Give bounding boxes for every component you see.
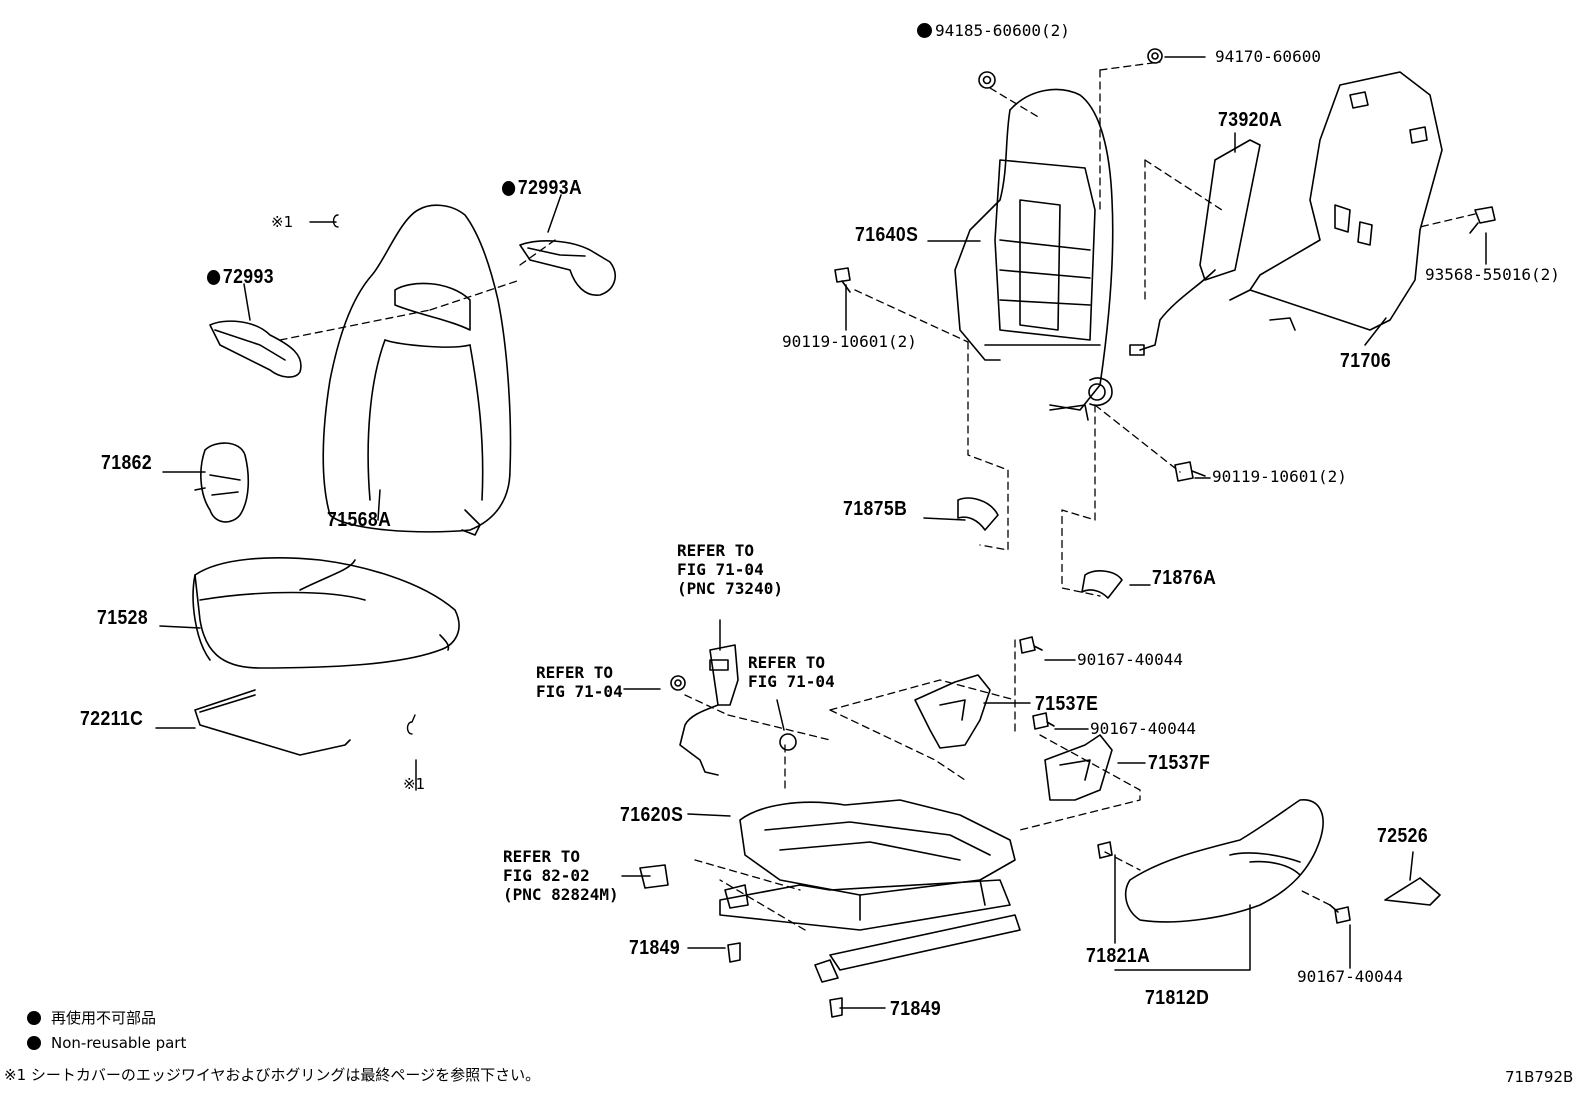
part-label-71528: 71528 (97, 607, 149, 629)
side-brackets (914, 674, 1113, 801)
part-label-71537E: 71537E (1035, 693, 1099, 715)
edge-wire (194, 689, 351, 756)
note-mark-top: ※1 (271, 213, 294, 231)
part-label-71537F: 71537F (1148, 752, 1211, 774)
side-shield (1124, 799, 1324, 923)
part-label-71876A: 71876A (1152, 567, 1217, 589)
seat-cushion-frame (719, 799, 1021, 983)
part-label-71875B: 71875B (843, 498, 908, 520)
ref-note-seatbelt: REFER TO FIG 71-04 (PNC 73240) (677, 541, 783, 598)
part-label-72993: 72993 (207, 266, 274, 288)
part-label-90167-40044-upper: 90167-40044 (1077, 650, 1183, 669)
bullet-icon (27, 1036, 41, 1050)
ref-note-line: (PNC 82824M) (503, 885, 619, 904)
seat-cushion (192, 557, 460, 669)
lever-knob (1384, 877, 1441, 906)
part-label-72526: 72526 (1377, 825, 1429, 847)
part-label-71640S: 71640S (855, 224, 919, 246)
part-label-72993A: 72993A (502, 177, 582, 199)
ref-note-line: REFER TO (536, 663, 614, 682)
diagram-code: 71B792B (1505, 1068, 1574, 1086)
shoulder-pads (209, 240, 616, 378)
ref-note-line: (PNC 73240) (677, 579, 783, 598)
part-label-71821A: 71821A (1086, 945, 1151, 967)
ref-note-line: FIG 82-02 (503, 866, 590, 885)
part-label-71568A: 71568A (327, 509, 392, 531)
bolts-and-nuts (670, 48, 1496, 1018)
ref-note-line: FIG 71-04 (536, 682, 623, 701)
ref-note-connector: REFER TO FIG 82-02 (PNC 82824M) (503, 847, 619, 904)
seat-back-frame (954, 88, 1114, 421)
part-label-94170-60600: 94170-60600 (1215, 47, 1321, 66)
ref-note-line: FIG 71-04 (677, 560, 764, 579)
ref-note-line: REFER TO (677, 541, 755, 560)
connector (639, 864, 669, 889)
ref-note-clip: REFER TO FIG 71-04 (748, 653, 835, 691)
legend-nonreusable-en: Non-reusable part (27, 1034, 186, 1052)
part-label-71706: 71706 (1340, 350, 1392, 372)
headrest-support (194, 442, 250, 523)
part-label-90119-10601-lower: 90119-10601(2) (1212, 467, 1347, 486)
legend-text: 再使用不可部品 (51, 1009, 157, 1027)
part-label-90119-10601-upper: 90119-10601(2) (782, 332, 917, 351)
part-label-71862: 71862 (101, 452, 153, 474)
hog-ring-marks (332, 214, 416, 735)
bullet-icon (27, 1011, 41, 1025)
legend-nonreusable-ja: 再使用不可部品 (27, 1009, 156, 1027)
leader-lines (155, 56, 1487, 1009)
part-label-93568-55016: 93568-55016(2) (1425, 265, 1560, 284)
seat-belt-buckle (679, 644, 739, 776)
footnote: ※1 シートカバーのエッジワイヤおよびホグリングは最終ページを参照下さい。 (4, 1066, 541, 1084)
side-airbag (1129, 139, 1261, 356)
legend-text: Non-reusable part (51, 1034, 187, 1052)
part-label-71849-left: 71849 (629, 937, 681, 959)
part-label-94185-60600: 94185-60600(2) (917, 22, 1070, 40)
part-label-71849-bottom: 71849 (890, 998, 942, 1020)
hinge-covers (957, 497, 1123, 599)
note-mark-bottom: ※1 (403, 775, 426, 793)
part-label-71812D: 71812D (1145, 987, 1210, 1009)
part-label-90167-40044-middle: 90167-40044 (1090, 719, 1196, 738)
part-label-72211C: 72211C (80, 708, 144, 730)
seat-back-cover (322, 204, 512, 536)
ref-note-line: FIG 71-04 (748, 672, 835, 691)
part-label-90167-40044-lower: 90167-40044 (1297, 967, 1403, 986)
ref-note-line: REFER TO (503, 847, 581, 866)
ref-note-anchor: REFER TO FIG 71-04 (536, 663, 623, 701)
part-label-71620S: 71620S (620, 804, 684, 826)
back-board (1229, 71, 1443, 331)
assembly-dashed-lines (279, 61, 1476, 931)
ref-note-line: REFER TO (748, 653, 826, 672)
part-label-73920A: 73920A (1218, 109, 1283, 131)
